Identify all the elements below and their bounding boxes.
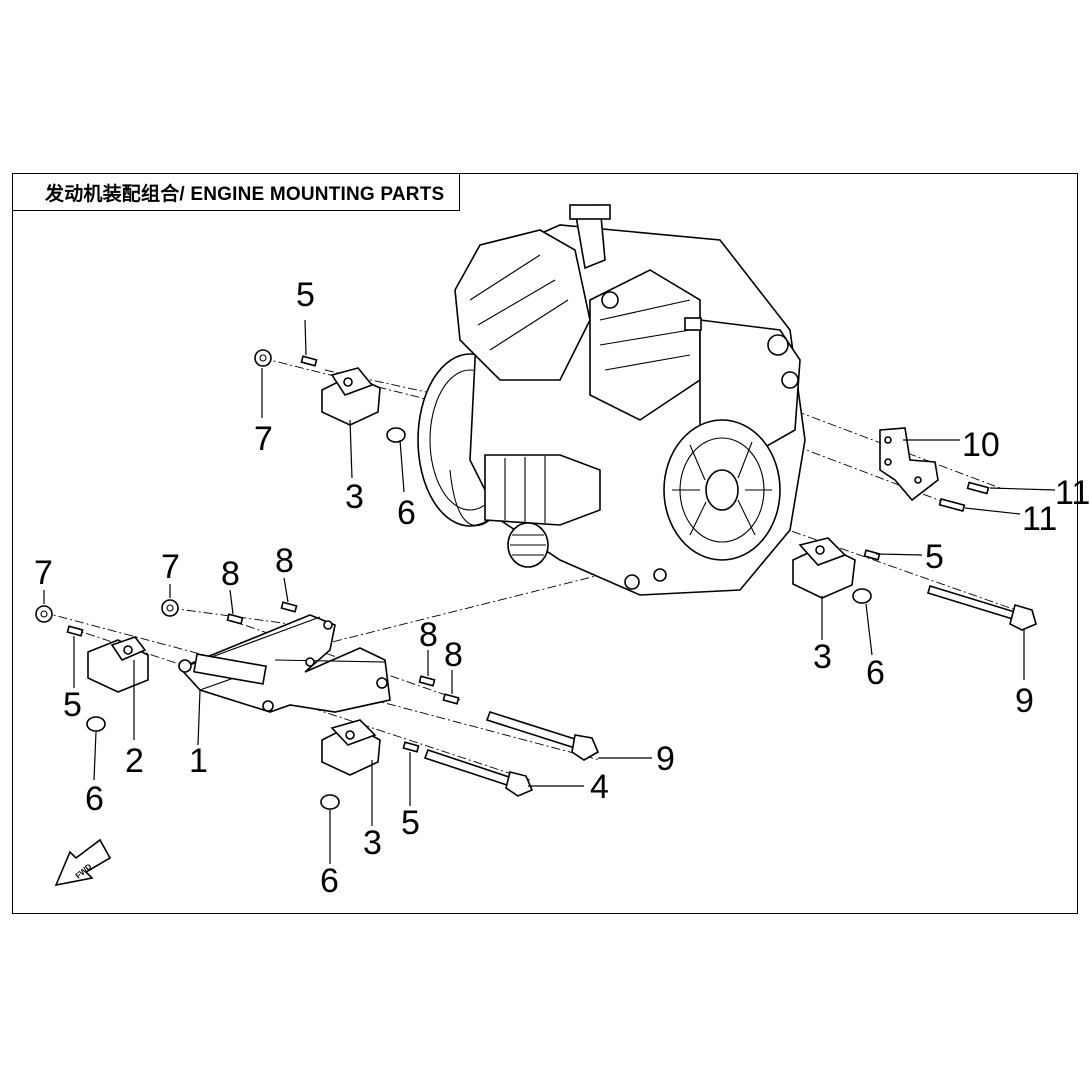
callout-8: 8 — [444, 636, 463, 674]
callout-2: 2 — [125, 742, 144, 780]
callout-11: 11 — [1022, 500, 1057, 538]
callout-8: 8 — [275, 542, 294, 580]
callout-3: 3 — [363, 824, 382, 862]
callout-8: 8 — [419, 616, 438, 654]
rubber-mount-2 — [87, 636, 149, 693]
callout-5: 5 — [925, 538, 944, 576]
rubber-mount-3-bottom — [321, 719, 381, 776]
title-box: 发动机装配组合/ ENGINE MOUNTING PARTS — [12, 173, 460, 211]
callout-6: 6 — [320, 862, 339, 900]
callout-5: 5 — [63, 686, 82, 724]
rubber-mount-3-top — [321, 367, 381, 426]
callout-7: 7 — [161, 548, 180, 586]
callout-6: 6 — [866, 654, 885, 692]
callout-labels: 5 7 3 6 10 11 11 5 3 6 9 7 5 2 6 7 8 8 8… — [34, 276, 1090, 900]
callout-6: 6 — [397, 494, 416, 532]
engine-assembly — [417, 204, 806, 596]
callout-5: 5 — [401, 804, 420, 842]
callout-9: 9 — [656, 740, 675, 778]
callout-3: 3 — [345, 478, 364, 516]
forward-direction-arrow: FWD — [54, 838, 112, 887]
diagram-title: 发动机装配组合/ ENGINE MOUNTING PARTS — [45, 183, 445, 205]
callout-9: 9 — [1015, 682, 1034, 720]
fasteners — [35, 349, 990, 810]
diagram-frame — [12, 173, 1078, 914]
rear-bracket-10 — [879, 427, 939, 502]
leader-lines — [43, 319, 1056, 864]
callout-7: 7 — [34, 554, 53, 592]
rubber-mount-3-right — [792, 537, 856, 599]
callout-3: 3 — [813, 638, 832, 676]
callout-1: 1 — [189, 742, 208, 780]
callout-5: 5 — [296, 276, 315, 314]
front-mount-bracket — [178, 614, 391, 713]
callout-7: 7 — [254, 420, 273, 458]
callout-6: 6 — [85, 780, 104, 818]
callout-8: 8 — [221, 555, 240, 593]
callout-4: 4 — [590, 768, 609, 806]
callout-11: 11 — [1055, 474, 1090, 512]
long-bolts — [423, 584, 1037, 797]
callout-10: 10 — [962, 426, 1000, 464]
